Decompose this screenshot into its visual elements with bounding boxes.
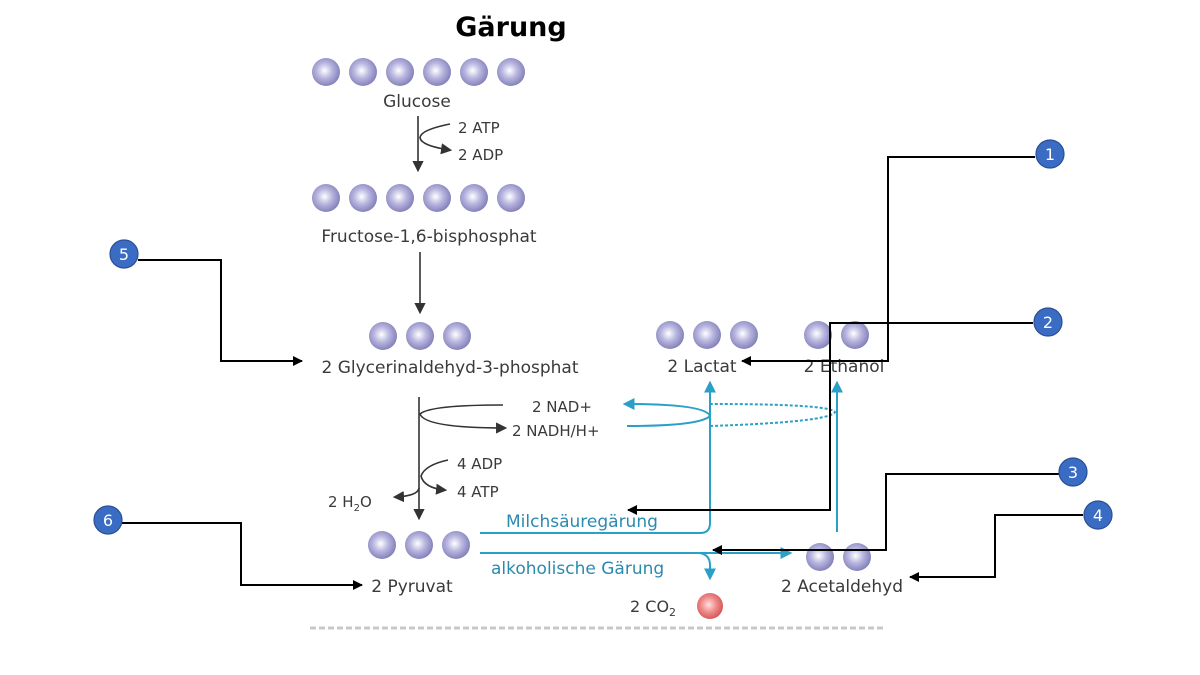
diagram-title: Gärung (455, 12, 566, 43)
fructose-molecule (312, 184, 525, 212)
acetaldehyd-molecule (806, 543, 871, 571)
callout-line-4 (909, 514, 1083, 582)
nadh-label: 2 NADH/H+ (512, 422, 600, 440)
callout-line-5 (138, 259, 303, 366)
fructose-sphere (386, 184, 414, 212)
atp-out-label: 4 ATP (457, 483, 499, 501)
callout-line-6 (120, 522, 363, 590)
nad-label: 2 NAD+ (532, 398, 592, 416)
arrow-nadh-regeneration-alcoholic (709, 403, 837, 427)
svg-text:5: 5 (119, 245, 129, 264)
g3p-molecule (369, 322, 471, 350)
glucose-sphere (386, 58, 414, 86)
pyruvat-sphere (442, 531, 470, 559)
acetaldehyd-label: 2 Acetaldehyd (781, 577, 903, 597)
pyruvat-molecule (368, 531, 470, 559)
badge-3[interactable]: 3 (1058, 457, 1088, 487)
fructose-sphere (460, 184, 488, 212)
glucose-sphere (312, 58, 340, 86)
lactat-sphere (730, 321, 758, 349)
glucose-molecule (312, 58, 525, 86)
badge-5[interactable]: 5 (109, 239, 139, 269)
g3p-sphere (406, 322, 434, 350)
g3p-sphere (369, 322, 397, 350)
callout-line-2 (627, 322, 1033, 515)
glycolysis-arrows (392, 116, 508, 521)
atp-in-label: 2 ATP (458, 119, 500, 137)
ethanol-sphere (804, 321, 832, 349)
fructose-sphere (312, 184, 340, 212)
fructose-sphere (423, 184, 451, 212)
arrow-nad-nadh (419, 404, 508, 434)
fructose-sphere (349, 184, 377, 212)
svg-text:3: 3 (1068, 463, 1078, 482)
glucose-label: Glucose (383, 92, 451, 112)
glucose-sphere (349, 58, 377, 86)
ethanol-molecule (804, 321, 869, 349)
svg-text:1: 1 (1045, 145, 1055, 164)
acetaldehyd-sphere (806, 543, 834, 571)
arrow-co2-release (699, 552, 716, 581)
fructose-label: Fructose-1,6-bisphosphat (321, 227, 537, 247)
alcoholic-fermentation-label: alkoholische Gärung (491, 559, 664, 579)
callout-lines (120, 156, 1083, 590)
pyruvat-sphere (368, 531, 396, 559)
svg-text:6: 6 (103, 511, 113, 530)
g3p-label: 2 Glycerinaldehyd-3-phosphat (321, 358, 578, 378)
adp-in-label: 4 ADP (457, 455, 502, 473)
lactat-sphere (693, 321, 721, 349)
badge-1[interactable]: 1 (1035, 139, 1065, 169)
g3p-sphere (443, 322, 471, 350)
lactic-fermentation-label: Milchsäuregärung (506, 512, 658, 532)
pyruvat-label: 2 Pyruvat (371, 577, 453, 597)
badge-2[interactable]: 2 (1033, 307, 1063, 337)
callout-line-1 (741, 156, 1035, 366)
badge-4[interactable]: 4 (1083, 500, 1113, 530)
co2-label: 2 CO2 (630, 597, 676, 619)
lactat-sphere (656, 321, 684, 349)
svg-text:4: 4 (1093, 506, 1103, 525)
svg-text:2: 2 (1043, 313, 1053, 332)
fructose-sphere (497, 184, 525, 212)
arrow-adp-atp (420, 459, 449, 495)
lactat-molecule (656, 321, 758, 349)
lactat-label: 2 Lactat (667, 357, 737, 377)
acetaldehyd-sphere (843, 543, 871, 571)
glucose-sphere (497, 58, 525, 86)
ethanol-sphere (841, 321, 869, 349)
co2-molecule (697, 593, 723, 619)
water-label: 2 H2O (328, 493, 372, 514)
arrow-pyruvat-lactat (480, 380, 716, 534)
pyruvat-sphere (405, 531, 433, 559)
badge-6[interactable]: 6 (93, 505, 123, 535)
arrow-atp-adp (419, 123, 453, 155)
callout-line-3 (712, 473, 1060, 555)
glucose-sphere (460, 58, 488, 86)
fermentation-pathways (480, 380, 843, 581)
adp-out-label: 2 ADP (458, 146, 503, 164)
arrow-water (392, 487, 420, 503)
arrow-nadh-regeneration-lactic (622, 398, 712, 427)
glucose-sphere (423, 58, 451, 86)
